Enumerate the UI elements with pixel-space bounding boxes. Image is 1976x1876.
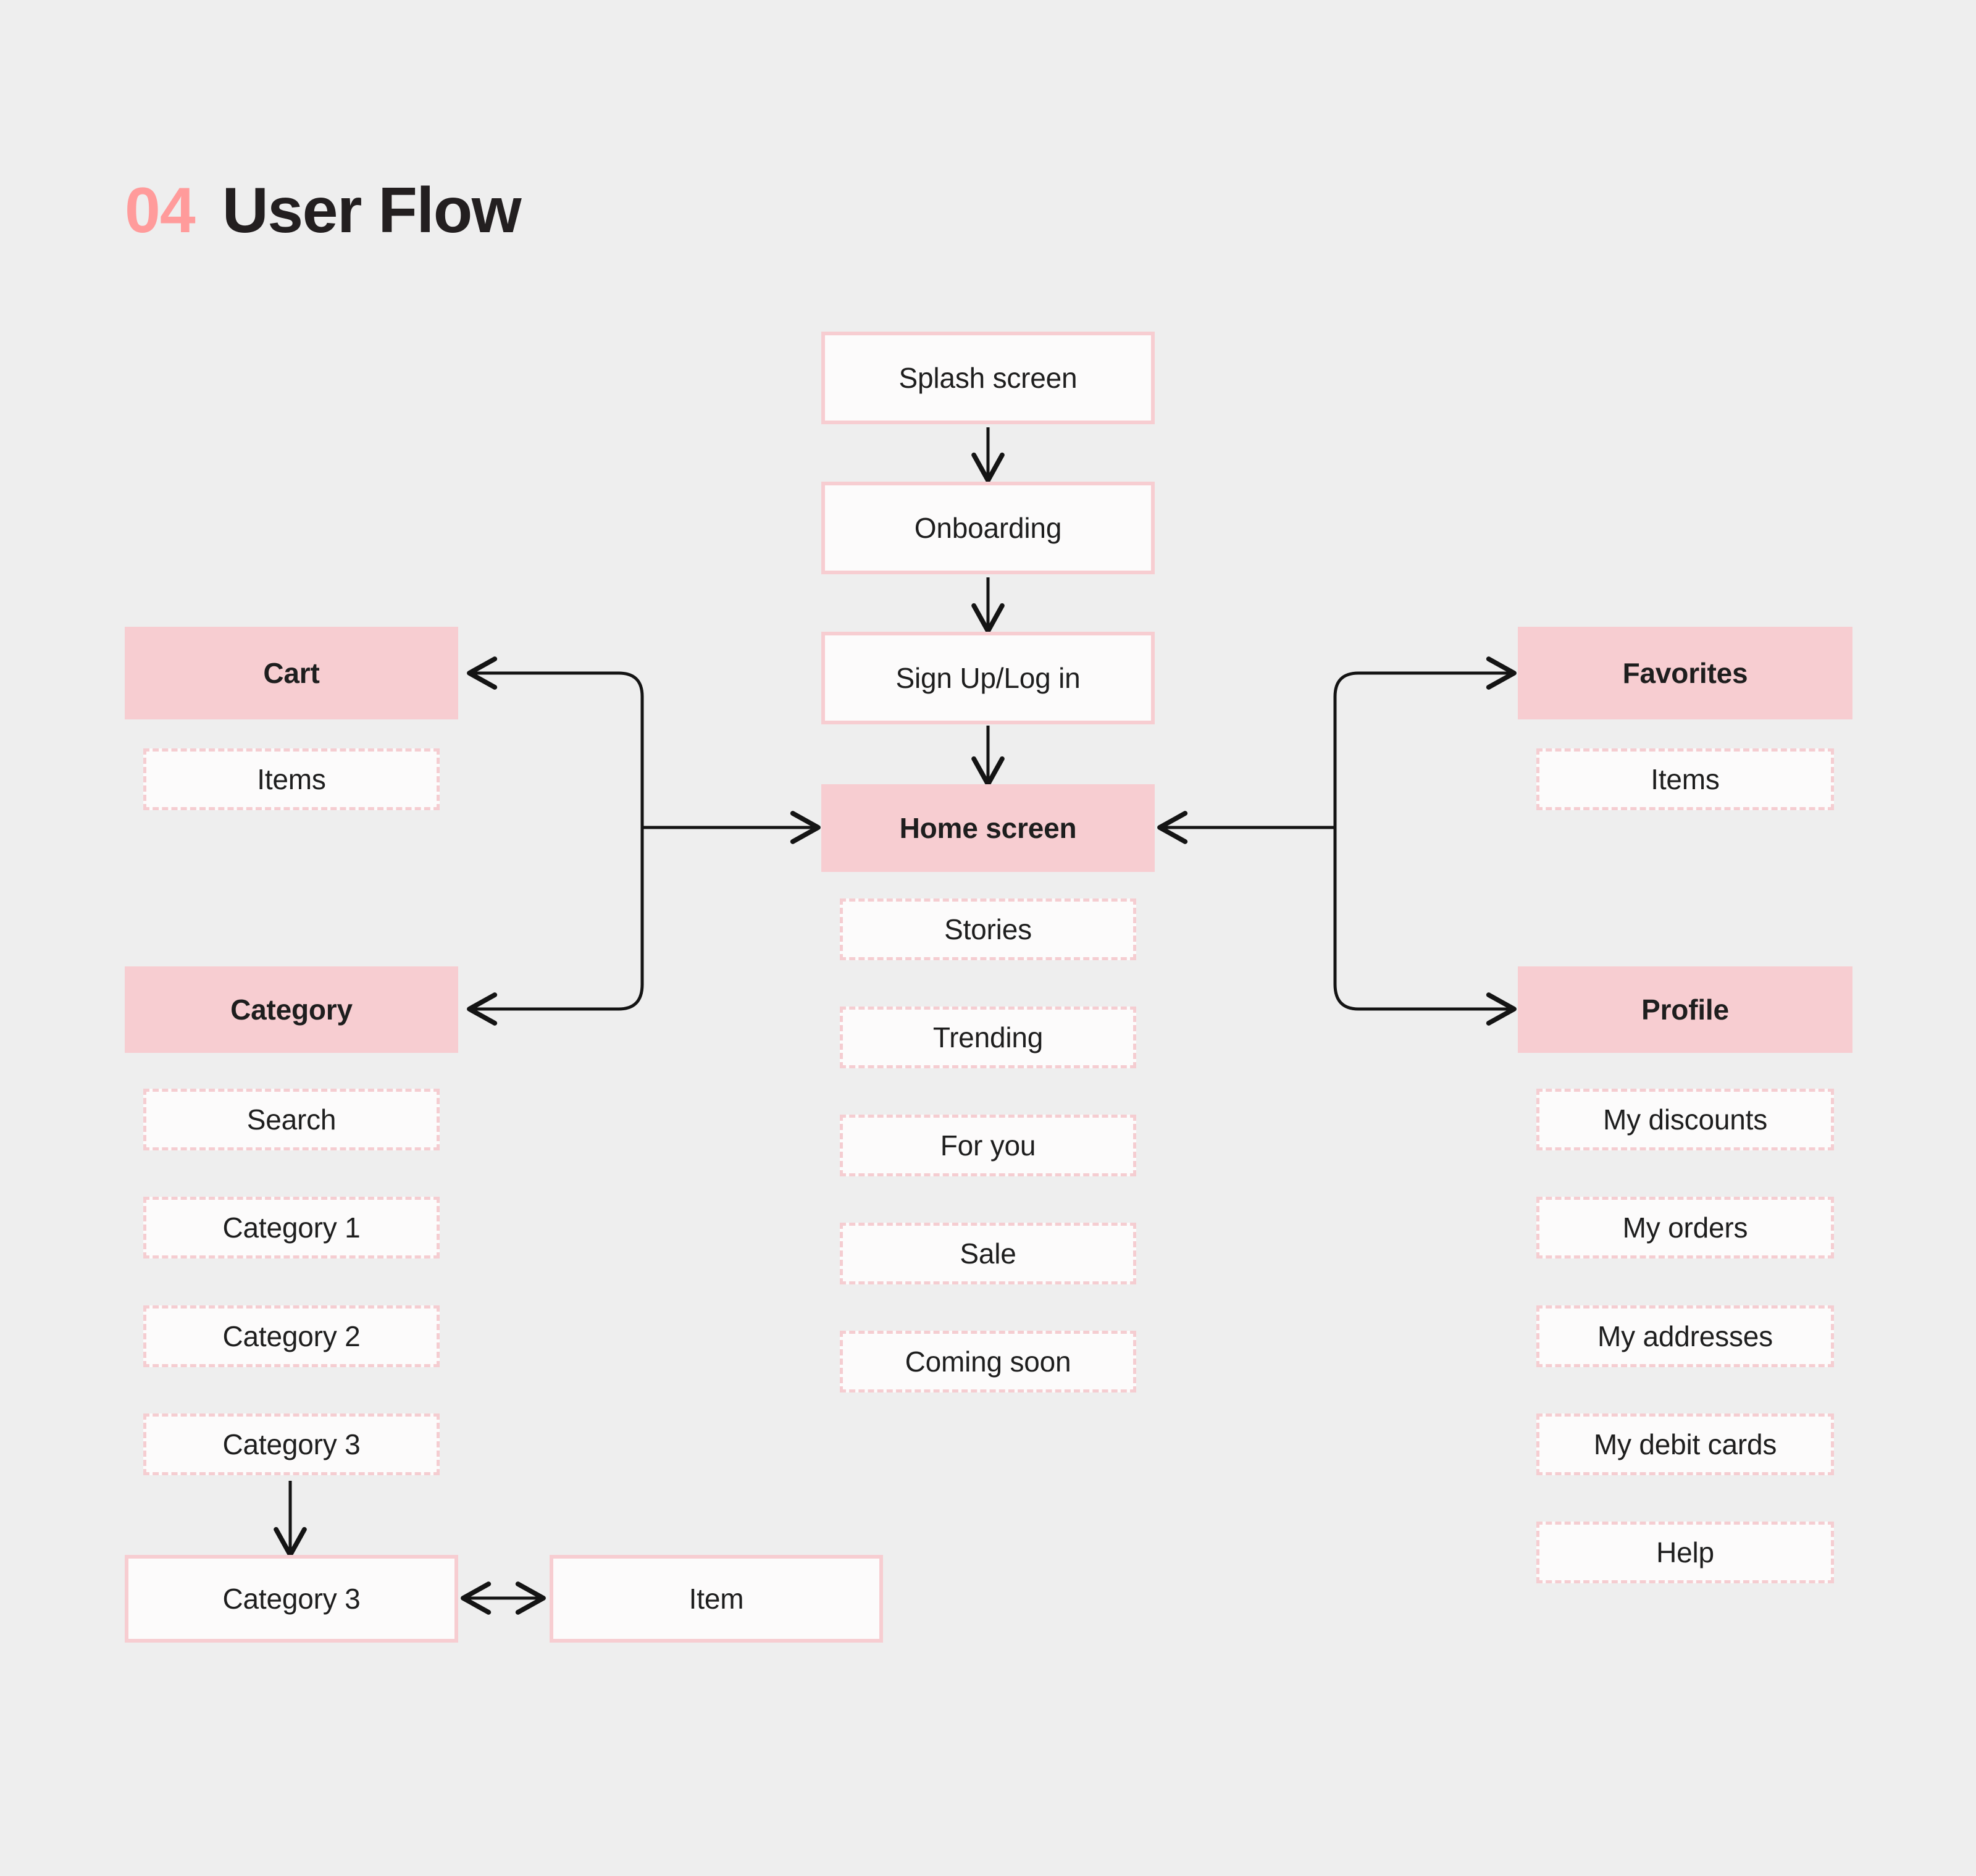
node-label: Splash screen [898,362,1078,394]
node-category-search[interactable]: Search [143,1089,440,1150]
node-profile[interactable]: Profile [1518,966,1853,1053]
node-label: Item [689,1583,744,1615]
node-category-1[interactable]: Category 1 [143,1197,440,1258]
node-label: My debit cards [1593,1428,1777,1460]
node-item[interactable]: Item [550,1555,883,1643]
node-label: Category 3 [222,1583,361,1615]
node-my-orders[interactable]: My orders [1536,1197,1834,1258]
node-label: Home screen [899,812,1077,844]
node-label: Cart [263,657,320,689]
node-label: Profile [1641,994,1729,1026]
node-label: Favorites [1622,657,1748,689]
section-title: User Flow [222,175,522,246]
node-my-addresses[interactable]: My addresses [1536,1305,1834,1367]
node-label: Help [1656,1536,1714,1568]
arrow-home-to-profile [1333,827,1517,1026]
node-label: My orders [1622,1212,1748,1244]
node-home-screen[interactable]: Home screen [821,784,1155,872]
node-cart-items[interactable]: Items [143,748,440,810]
node-sign-up-log-in[interactable]: Sign Up/Log in [821,632,1155,724]
node-help[interactable]: Help [1536,1522,1834,1583]
node-sale[interactable]: Sale [840,1223,1136,1284]
node-coming-soon[interactable]: Coming soon [840,1331,1136,1392]
node-category-3-detail[interactable]: Category 3 [125,1555,458,1643]
node-category-2[interactable]: Category 2 [143,1305,440,1367]
node-label: Search [246,1103,337,1136]
node-my-debit-cards[interactable]: My debit cards [1536,1413,1834,1475]
node-label: Category 1 [222,1212,361,1244]
arrow-home-to-favorites [1333,656,1517,827]
node-label: Sign Up/Log in [895,662,1081,694]
node-label: Items [1651,763,1720,795]
node-favorites-items[interactable]: Items [1536,748,1834,810]
node-label: Sale [960,1237,1016,1270]
page-title: 04 User Flow [125,174,522,248]
arrow-home-to-cart [467,656,644,827]
node-label: Stories [944,913,1032,945]
node-stories[interactable]: Stories [840,898,1136,960]
node-label: Items [257,763,326,795]
node-label: Coming soon [905,1346,1071,1378]
node-favorites[interactable]: Favorites [1518,627,1853,719]
node-category[interactable]: Category [125,966,458,1053]
node-category-3[interactable]: Category 3 [143,1413,440,1475]
node-my-discounts[interactable]: My discounts [1536,1089,1834,1150]
node-for-you[interactable]: For you [840,1115,1136,1176]
node-label: Onboarding [914,512,1062,544]
node-label: For you [940,1129,1036,1162]
node-trending[interactable]: Trending [840,1007,1136,1068]
node-label: Category [230,994,353,1026]
node-cart[interactable]: Cart [125,627,458,719]
node-onboarding[interactable]: Onboarding [821,482,1155,574]
arrow-home-to-category [467,827,644,1026]
node-label: Category 2 [222,1320,361,1352]
node-label: Category 3 [222,1428,361,1460]
node-label: My addresses [1597,1320,1773,1352]
node-label: My discounts [1602,1103,1768,1136]
section-number: 04 [125,175,196,246]
node-label: Trending [932,1021,1044,1053]
node-splash-screen[interactable]: Splash screen [821,332,1155,424]
